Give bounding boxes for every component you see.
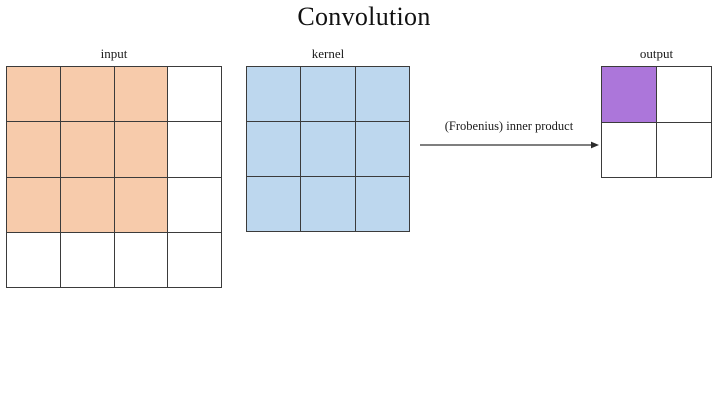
input-cell-r1c0 [7,122,61,178]
kernel-caption: kernel [311,46,345,61]
input-cell-r0c2 [114,67,169,123]
output-cell-r1c1 [657,122,712,178]
input-cell-r2c2 [114,177,169,233]
input-cell-r1c3 [168,122,222,178]
kernel-cell-r1c2 [355,122,410,177]
arrow-right-icon [420,141,599,149]
input-cell-r0c0 [7,67,61,123]
kernel-grid [246,66,410,232]
input-cell-r2c1 [60,177,115,233]
output-cell-r0c0 [602,67,657,123]
operation-annotation: (Frobenius) inner product [418,118,600,156]
operation-label: (Frobenius) inner product [444,119,574,133]
input-caption: input [100,46,128,61]
input-grid [6,66,222,288]
output-caption: output [639,46,674,61]
output-cell-r1c0 [602,122,657,178]
input-cell-r1c2 [114,122,169,178]
input-cell-r0c3 [168,67,222,123]
kernel-cell-r2c1 [301,177,356,232]
kernel-cell-r1c0 [247,122,302,177]
input-cell-r3c1 [60,232,115,288]
input-cell-r1c1 [60,122,115,178]
input-cell-r3c3 [168,232,222,288]
input-cell-r3c2 [114,232,169,288]
input-cell-r2c3 [168,177,222,233]
kernel-cell-r0c0 [247,67,302,122]
input-cell-r2c0 [7,177,61,233]
output-cell-r0c1 [657,67,712,123]
kernel-cell-r0c1 [301,67,356,122]
output-grid [601,66,712,178]
kernel-cell-r2c0 [247,177,302,232]
kernel-cell-r2c2 [355,177,410,232]
input-cell-r3c0 [7,232,61,288]
page-title: Convolution [297,2,431,31]
kernel-cell-r1c1 [301,122,356,177]
input-cell-r0c1 [60,67,115,123]
kernel-cell-r0c2 [355,67,410,122]
